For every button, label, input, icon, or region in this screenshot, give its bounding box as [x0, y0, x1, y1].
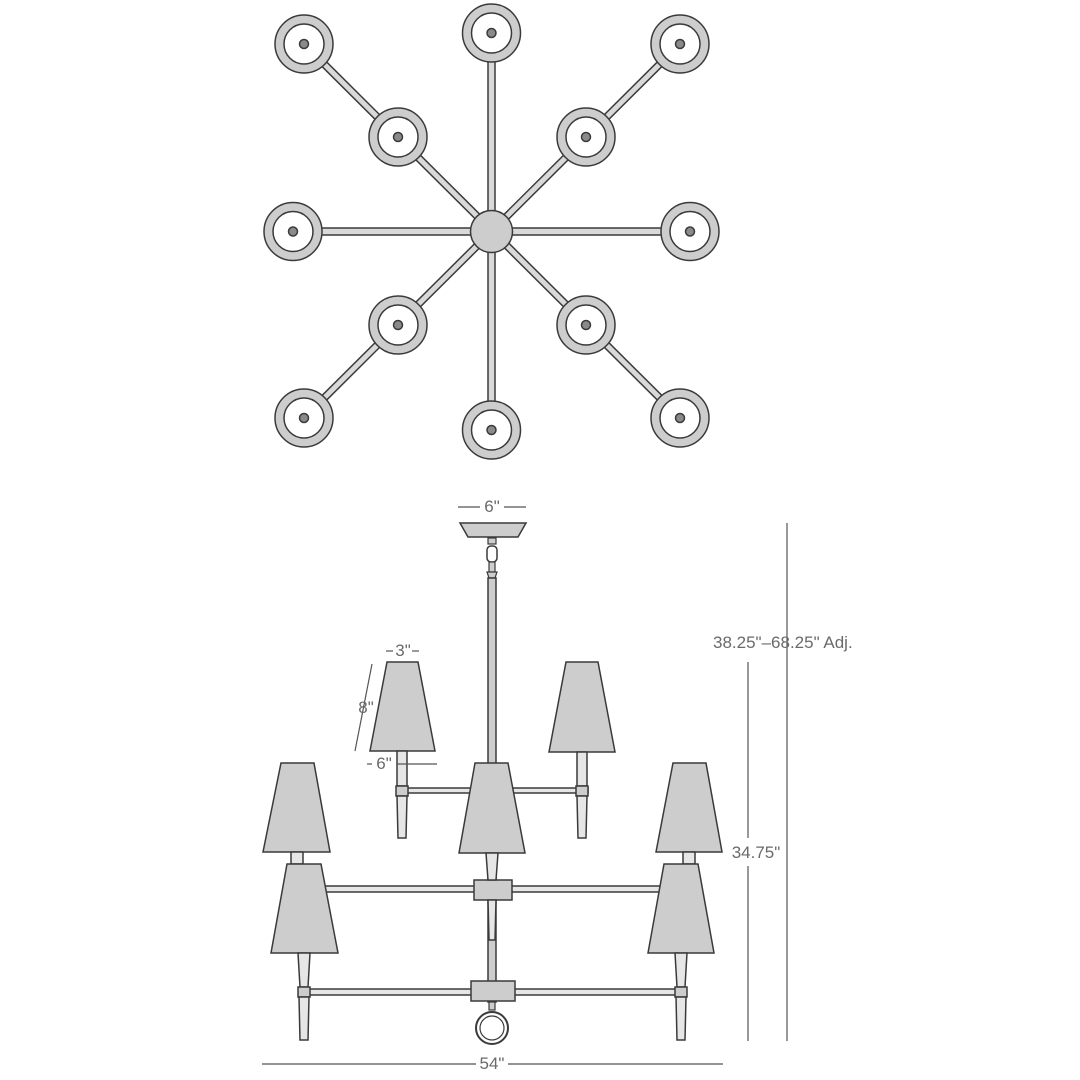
light-ring — [650, 14, 710, 74]
shade-height-label: 8" — [358, 698, 374, 717]
shade-bottom-width-label: 6" — [376, 754, 392, 773]
light-ring — [660, 201, 720, 262]
side-view — [262, 522, 723, 1045]
light-ring — [368, 107, 428, 167]
light-ring — [263, 201, 323, 262]
top-view — [263, 3, 720, 460]
lamp-top-left — [369, 661, 436, 839]
light-ring — [274, 14, 334, 74]
chain — [486, 537, 498, 579]
lamp-top-right — [548, 661, 616, 839]
shade-top-width-label: 3" — [395, 641, 411, 660]
light-ring — [368, 295, 428, 355]
middle-hub-block — [473, 879, 513, 901]
lamp-bottom-left — [270, 863, 339, 1041]
dimension-labels: 6" 3" 8" 6" 38.25"–68.25" Adj. 34.75" 54… — [358, 497, 852, 1073]
light-ring — [461, 400, 522, 460]
canopy — [458, 522, 528, 538]
canopy-width-label: 6" — [484, 497, 500, 516]
lamp-bottom-right — [647, 863, 715, 1041]
lamp-top-center — [458, 762, 526, 941]
fixture-height-label: 34.75" — [732, 843, 781, 862]
bottom-hub-block — [470, 980, 516, 1002]
light-ring — [650, 388, 710, 448]
light-ring — [274, 388, 334, 448]
overall-height-adj-label: 38.25"–68.25" Adj. — [713, 633, 853, 652]
lamp-middle-left — [262, 762, 331, 865]
bottom-finial-ring — [475, 1011, 509, 1045]
top-view-light-rings — [263, 3, 720, 460]
center-hub — [469, 209, 514, 254]
lamp-middle-right — [655, 762, 723, 865]
dimension-lines — [262, 506, 788, 1065]
light-ring — [556, 295, 616, 355]
light-ring — [461, 3, 522, 63]
overall-width-label: 54" — [480, 1054, 505, 1073]
light-ring — [556, 107, 616, 167]
